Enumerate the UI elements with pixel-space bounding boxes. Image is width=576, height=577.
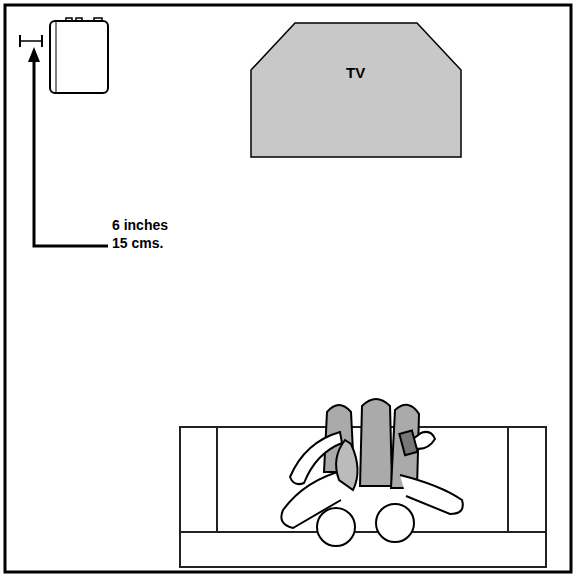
dimension-label: 15 cms. [112,235,163,251]
tv-shape: TV [250,22,462,158]
tv-label: TV [346,64,365,81]
dimension-label: 6 inches [112,217,168,233]
tv-outline [250,22,462,158]
dimension-marker [20,35,108,246]
subwoofer [50,18,108,93]
people [281,399,462,546]
room-wall [5,5,571,572]
